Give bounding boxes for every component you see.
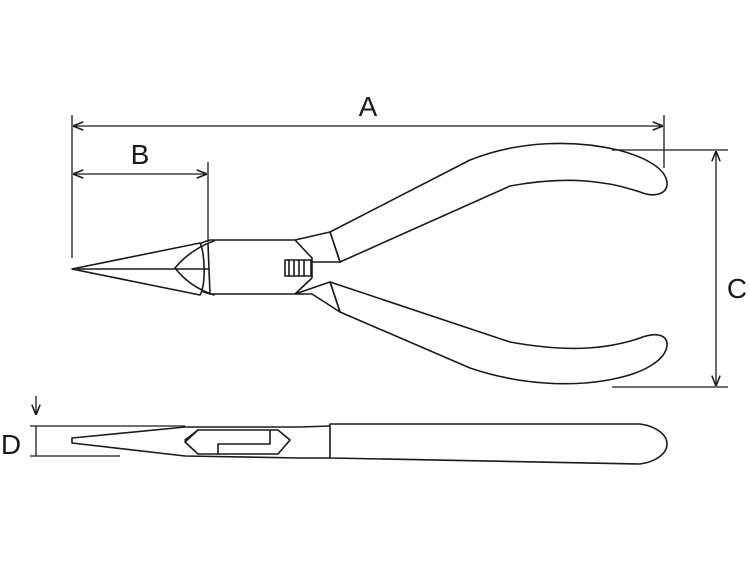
dimension-d: D <box>1 396 185 460</box>
pliers-side-view <box>71 423 668 465</box>
dimension-d-label: D <box>1 429 21 460</box>
pliers-top-view <box>71 142 668 385</box>
dimension-a: A <box>71 91 665 258</box>
dimension-c: C <box>612 149 747 388</box>
dimension-b: B <box>74 139 209 242</box>
side-head <box>71 425 331 459</box>
lower-neck <box>294 281 341 313</box>
lower-handle <box>329 281 668 385</box>
dimension-a-label: A <box>359 91 378 122</box>
side-joint-left <box>184 429 219 455</box>
jaw-bevel <box>174 240 215 296</box>
dimension-b-label: B <box>131 139 150 170</box>
upper-handle <box>329 142 668 263</box>
side-handle <box>326 423 668 465</box>
side-joint-step <box>184 429 291 455</box>
dimension-c-label: C <box>727 273 747 304</box>
joint-edge <box>207 243 211 295</box>
spring <box>284 259 312 277</box>
